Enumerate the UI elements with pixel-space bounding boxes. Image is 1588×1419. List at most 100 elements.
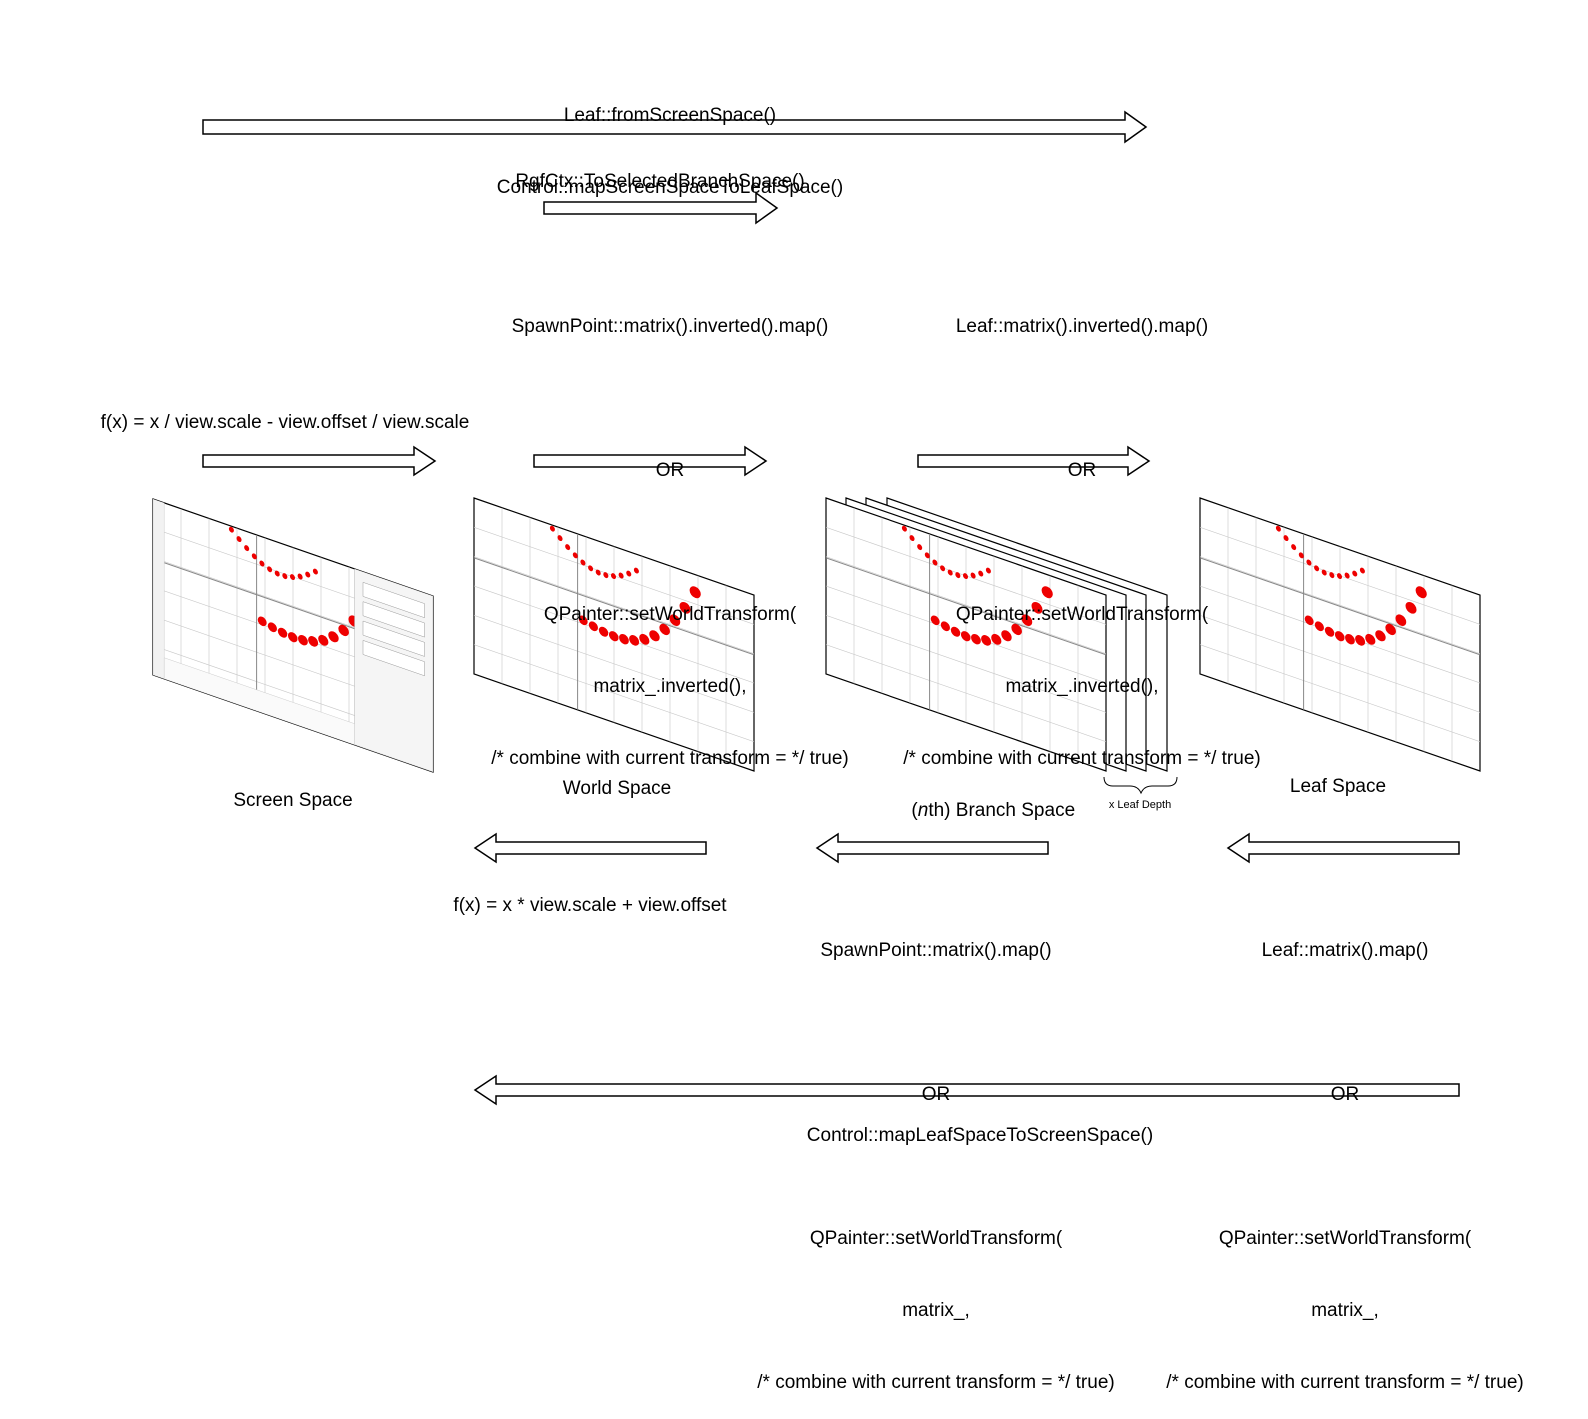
app-sidebar-button: [363, 602, 425, 637]
data-dot: [639, 633, 650, 645]
axis-line: [1200, 558, 1480, 655]
arrow-world-to-screen: [473, 832, 707, 864]
data-dot: [608, 631, 619, 642]
spacer: [440, 531, 900, 555]
data-dot: [1314, 565, 1320, 572]
grid-line: [1200, 557, 1480, 654]
data-dot: [962, 573, 969, 580]
text-n: n: [917, 800, 929, 821]
label-branch-to-leaf: Leaf::matrix().inverted().map() OR QPain…: [852, 267, 1312, 795]
screen-space-panel: [153, 499, 433, 772]
text-line: matrix_,: [1311, 1300, 1379, 1321]
data-dot: [1306, 559, 1312, 566]
spacer: [852, 387, 1312, 411]
text-line: matrix_,: [902, 1300, 970, 1321]
text-line: SpawnPoint::matrix().inverted().map(): [511, 316, 829, 337]
text-line: QPainter::setWorldTransform(: [955, 604, 1209, 625]
grid-line: [1200, 645, 1480, 742]
data-dot: [1359, 567, 1365, 574]
data-dot: [312, 568, 318, 575]
text-line: QPainter::setWorldTransform(: [809, 1228, 1063, 1249]
data-dot: [955, 572, 961, 579]
app-toolbar: [153, 499, 164, 679]
data-dot: [909, 535, 915, 542]
arrow-world-to-branch: [533, 445, 768, 477]
transform-diagram: [0, 110, 1588, 1106]
data-dot: [578, 615, 588, 626]
axis-line: [826, 558, 1106, 655]
label-map-screen-to-leaf: Control::mapScreenSpaceToLeafSpace(): [496, 177, 844, 198]
data-dot: [308, 636, 319, 647]
spacer: [440, 387, 900, 411]
data-dot: [228, 526, 234, 533]
text-paren: (: [911, 800, 918, 821]
text-line: Leaf::matrix().inverted().map(): [955, 316, 1209, 337]
label-leaf-from-screen-space: Leaf::fromScreenSpace(): [563, 105, 777, 126]
data-dot: [580, 559, 586, 566]
label-leaf-to-branch: Leaf::matrix().map() OR QPainter::setWor…: [1115, 891, 1575, 1419]
text-or: OR: [921, 1084, 951, 1105]
data-dot: [950, 626, 961, 637]
data-dot: [947, 569, 953, 576]
arrow-screen-to-leaf: [202, 110, 1148, 144]
data-dot: [924, 552, 930, 559]
data-dot: [305, 571, 311, 578]
grid-line: [826, 615, 1106, 712]
data-dot: [991, 633, 1002, 645]
spacer: [1115, 1011, 1575, 1035]
data-dot: [1405, 601, 1417, 614]
data-dot: [1298, 552, 1304, 559]
label-world-space: World Space: [562, 778, 672, 799]
text-line: SpawnPoint::matrix().map(): [820, 940, 1052, 961]
data-dot: [236, 536, 242, 543]
world-space-panel: [474, 498, 754, 771]
data-dot: [1011, 623, 1022, 636]
app-sidebar-button: [363, 582, 425, 617]
data-dot: [244, 545, 250, 552]
panel-content: [153, 499, 433, 772]
data-dot: [549, 525, 555, 532]
data-dot: [588, 621, 598, 632]
data-dot: [328, 631, 339, 643]
data-dot: [930, 615, 940, 626]
data-dot: [917, 544, 923, 551]
app-status-bar: [164, 658, 354, 745]
data-dot: [1031, 601, 1043, 614]
data-dot: [1395, 614, 1407, 626]
text-or: OR: [655, 460, 685, 481]
data-dot: [298, 635, 308, 646]
data-dot: [267, 566, 273, 573]
text-line: /* combine with current transform = */ t…: [903, 748, 1261, 769]
data-dot: [1314, 621, 1324, 632]
data-dot: [277, 627, 288, 638]
data-dot: [572, 552, 578, 559]
data-dot: [251, 553, 257, 560]
data-dot: [257, 616, 267, 627]
panel-content: [1200, 498, 1480, 771]
text-line: QPainter::setWorldTransform(: [1218, 1228, 1472, 1249]
data-dot: [689, 586, 701, 599]
data-dot: [970, 572, 976, 579]
data-dot: [598, 626, 609, 637]
data-dot: [932, 559, 938, 566]
app-sidebar-button: [363, 621, 425, 656]
data-dot: [971, 634, 981, 645]
label-from-screen-space: Leaf::fromScreenSpace() Control::mapScre…: [380, 56, 960, 224]
text-line: /* combine with current transform = */ t…: [1166, 1372, 1524, 1393]
label-world-to-branch: SpawnPoint::matrix().inverted().map() OR…: [440, 267, 900, 795]
data-dot: [1415, 586, 1427, 599]
arrow-screen-to-world: [202, 445, 437, 477]
grid-line: [474, 557, 754, 654]
data-dot: [259, 560, 265, 567]
data-dot: [595, 569, 601, 576]
data-dot: [626, 570, 632, 577]
data-dot: [338, 624, 349, 637]
label-to-selected-branch: RgfCtx::ToSelectedBranchSpace(): [515, 171, 805, 192]
data-dot: [669, 614, 681, 626]
label-branch-space: (nth) Branch Space: [868, 775, 1108, 823]
data-dot: [960, 631, 971, 642]
grid-line: [826, 645, 1106, 742]
grid-line: [474, 615, 754, 712]
arrow-to-selected-branch: [543, 191, 779, 225]
label-screen-to-world: f(x) = x / view.scale - view.offset / vi…: [100, 412, 470, 433]
